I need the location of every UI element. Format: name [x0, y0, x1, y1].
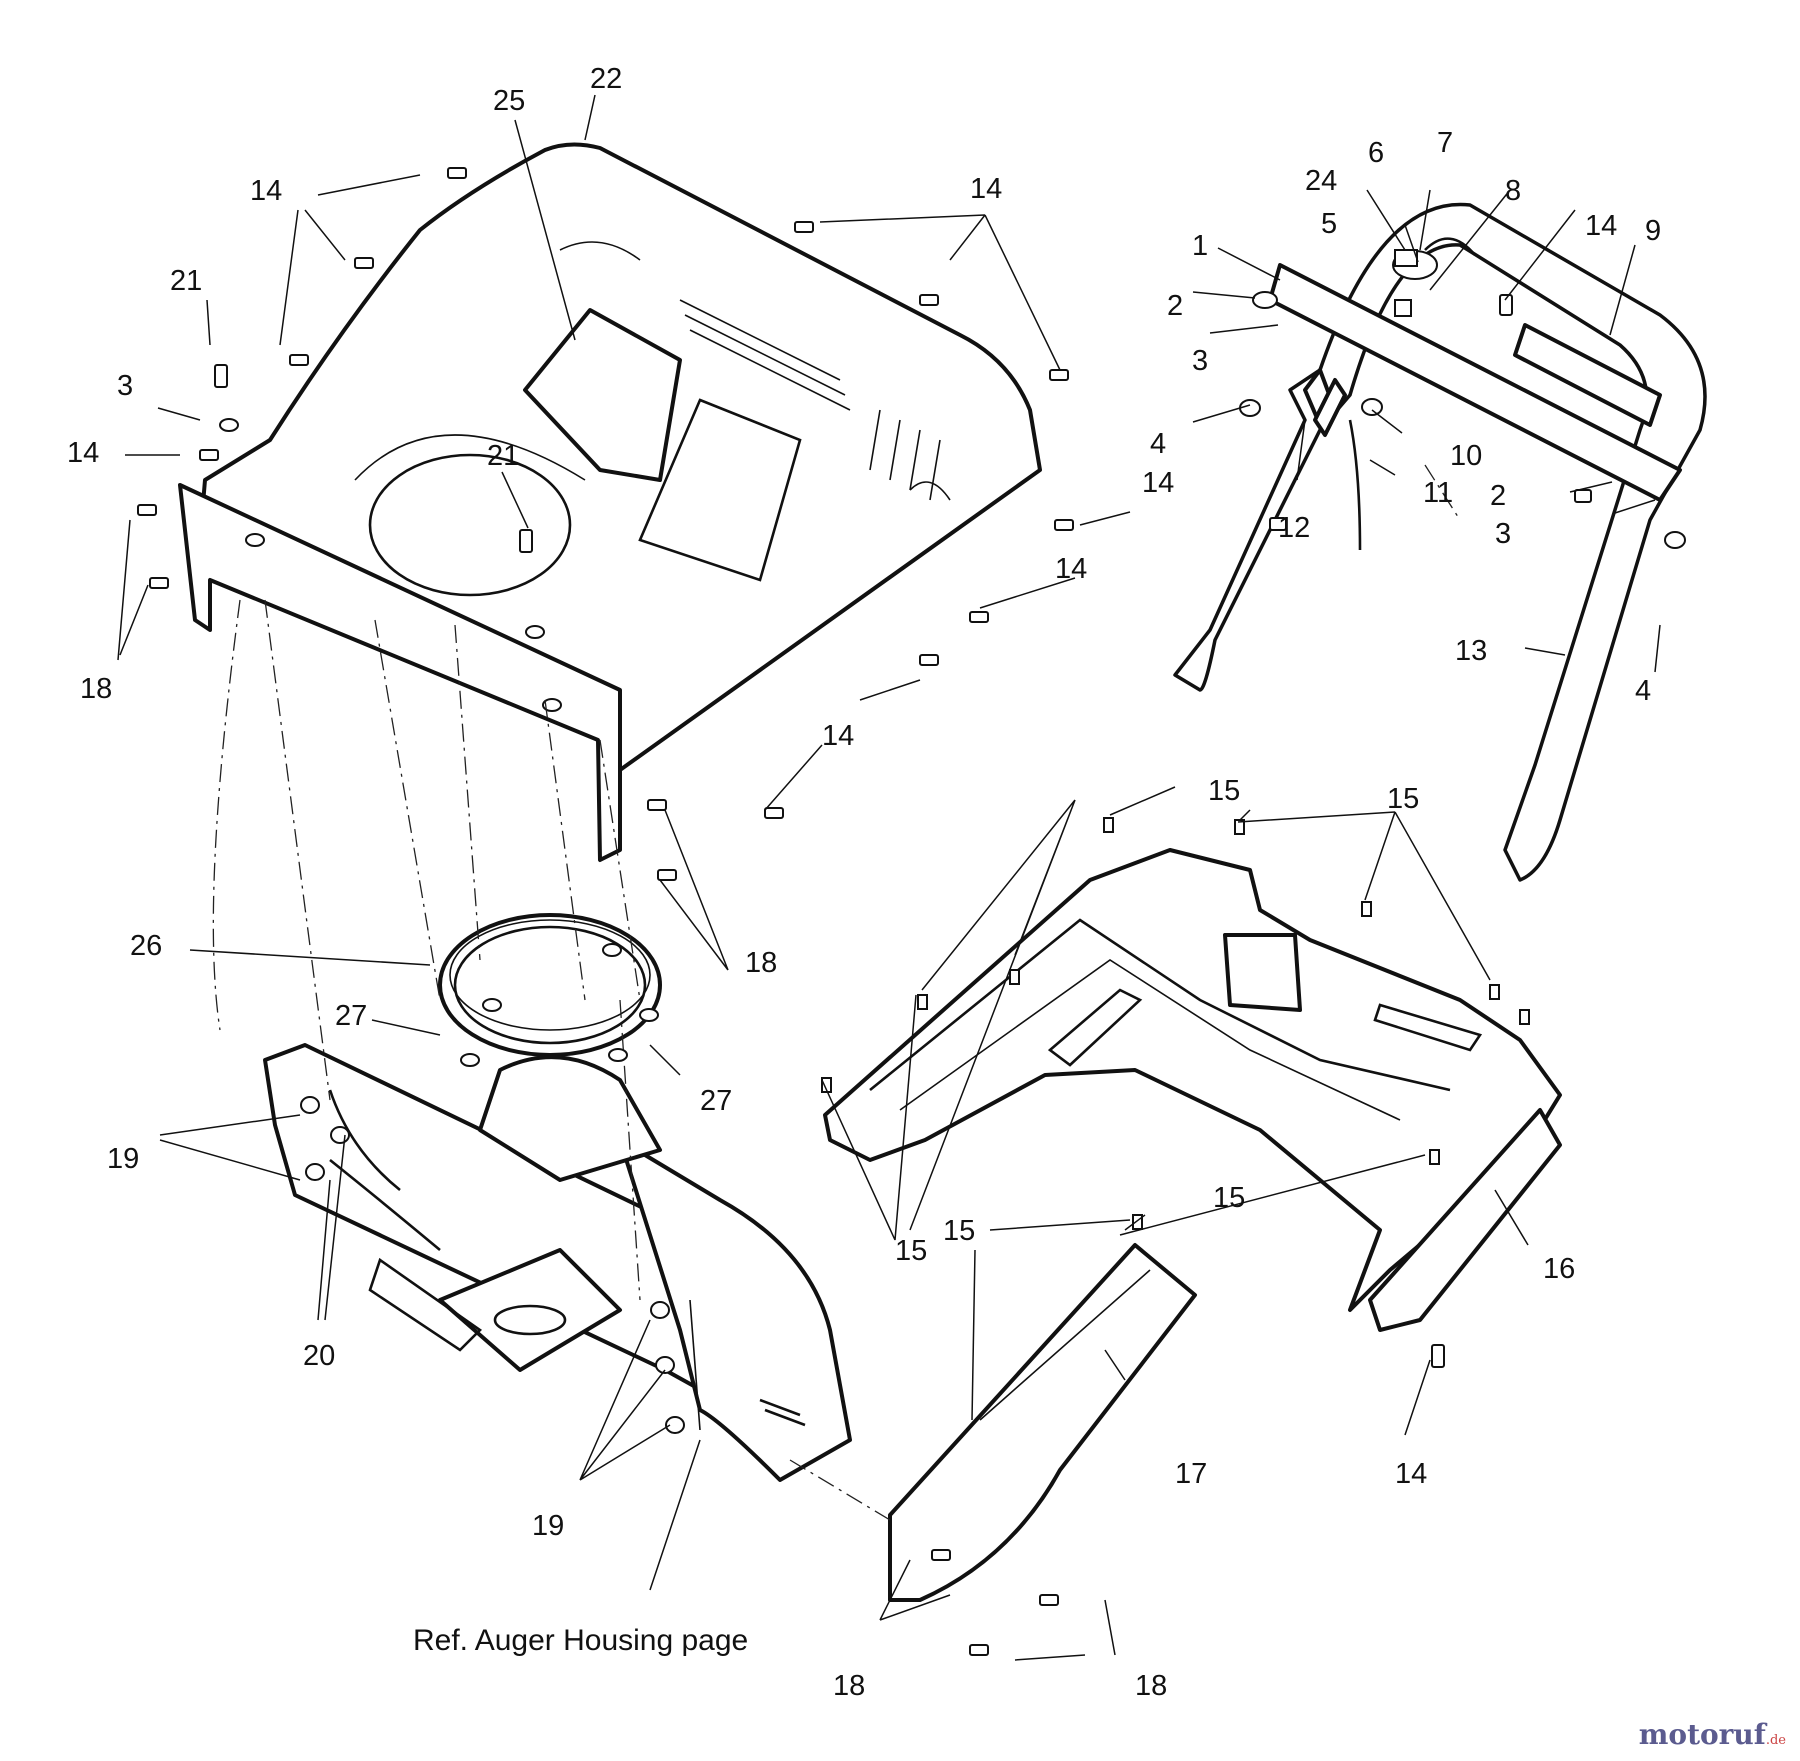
callout-18: 18 [80, 673, 112, 705]
callout-14: 14 [970, 173, 1002, 205]
callout-6: 6 [1368, 137, 1384, 169]
callout-27: 27 [700, 1085, 732, 1117]
lower-shroud [823, 848, 1562, 1332]
reference-note: Ref. Auger Housing page [413, 1624, 748, 1657]
callout-1: 1 [1192, 230, 1208, 262]
callout-15: 15 [1208, 775, 1240, 807]
callout-15: 15 [895, 1235, 927, 1267]
callout-27: 27 [335, 1000, 367, 1032]
callout-11: 11 [1423, 477, 1453, 509]
side-panel [888, 1243, 1197, 1602]
fasteners [137, 167, 1686, 1656]
callout-15: 15 [943, 1215, 975, 1247]
callout-labels: 22 25 14 14 21 3 14 21 14 14 18 14 18 26… [67, 63, 1661, 1702]
callout-18: 18 [1135, 1670, 1167, 1702]
callout-18: 18 [833, 1670, 865, 1702]
callout-16: 16 [1543, 1253, 1575, 1285]
callout-26: 26 [130, 930, 162, 962]
callout-14: 14 [67, 437, 99, 469]
callout-9: 9 [1645, 215, 1661, 247]
callout-13: 13 [1455, 635, 1487, 667]
chute-flange [438, 913, 662, 1057]
callout-25: 25 [493, 85, 525, 117]
callout-14: 14 [1142, 467, 1174, 499]
callout-8: 8 [1505, 175, 1521, 207]
callout-14: 14 [822, 720, 854, 752]
callout-14: 14 [1585, 210, 1617, 242]
auger-housing [263, 1043, 852, 1482]
callout-7: 7 [1437, 127, 1453, 159]
callout-3: 3 [1495, 518, 1511, 550]
callout-12: 12 [1278, 512, 1310, 544]
callout-3: 3 [1192, 345, 1208, 377]
callout-20: 20 [303, 1340, 335, 1372]
callout-2: 2 [1490, 480, 1506, 512]
callout-15: 15 [1213, 1182, 1245, 1214]
callout-14: 14 [250, 175, 282, 207]
callout-3: 3 [117, 370, 133, 402]
leader-lines [117, 94, 1661, 1661]
callout-4: 4 [1635, 675, 1651, 707]
upper-shroud [178, 142, 1042, 862]
callout-14: 14 [1395, 1458, 1427, 1490]
site-watermark-logo: motoruf.de [1638, 1718, 1786, 1751]
callout-18: 18 [745, 947, 777, 979]
callout-14: 14 [1055, 553, 1087, 585]
callout-21: 21 [487, 440, 519, 472]
callout-4: 4 [1150, 428, 1166, 460]
callout-5: 5 [1321, 208, 1337, 240]
callout-10: 10 [1450, 440, 1482, 472]
callout-19: 19 [107, 1143, 139, 1175]
handle-assembly [1173, 202, 1707, 882]
callout-22: 22 [590, 63, 622, 95]
callout-17: 17 [1175, 1458, 1207, 1490]
callout-19: 19 [532, 1510, 564, 1542]
callout-2: 2 [1167, 290, 1183, 322]
callout-21: 21 [170, 265, 202, 297]
callout-15: 15 [1387, 783, 1419, 815]
callout-24: 24 [1305, 165, 1337, 197]
